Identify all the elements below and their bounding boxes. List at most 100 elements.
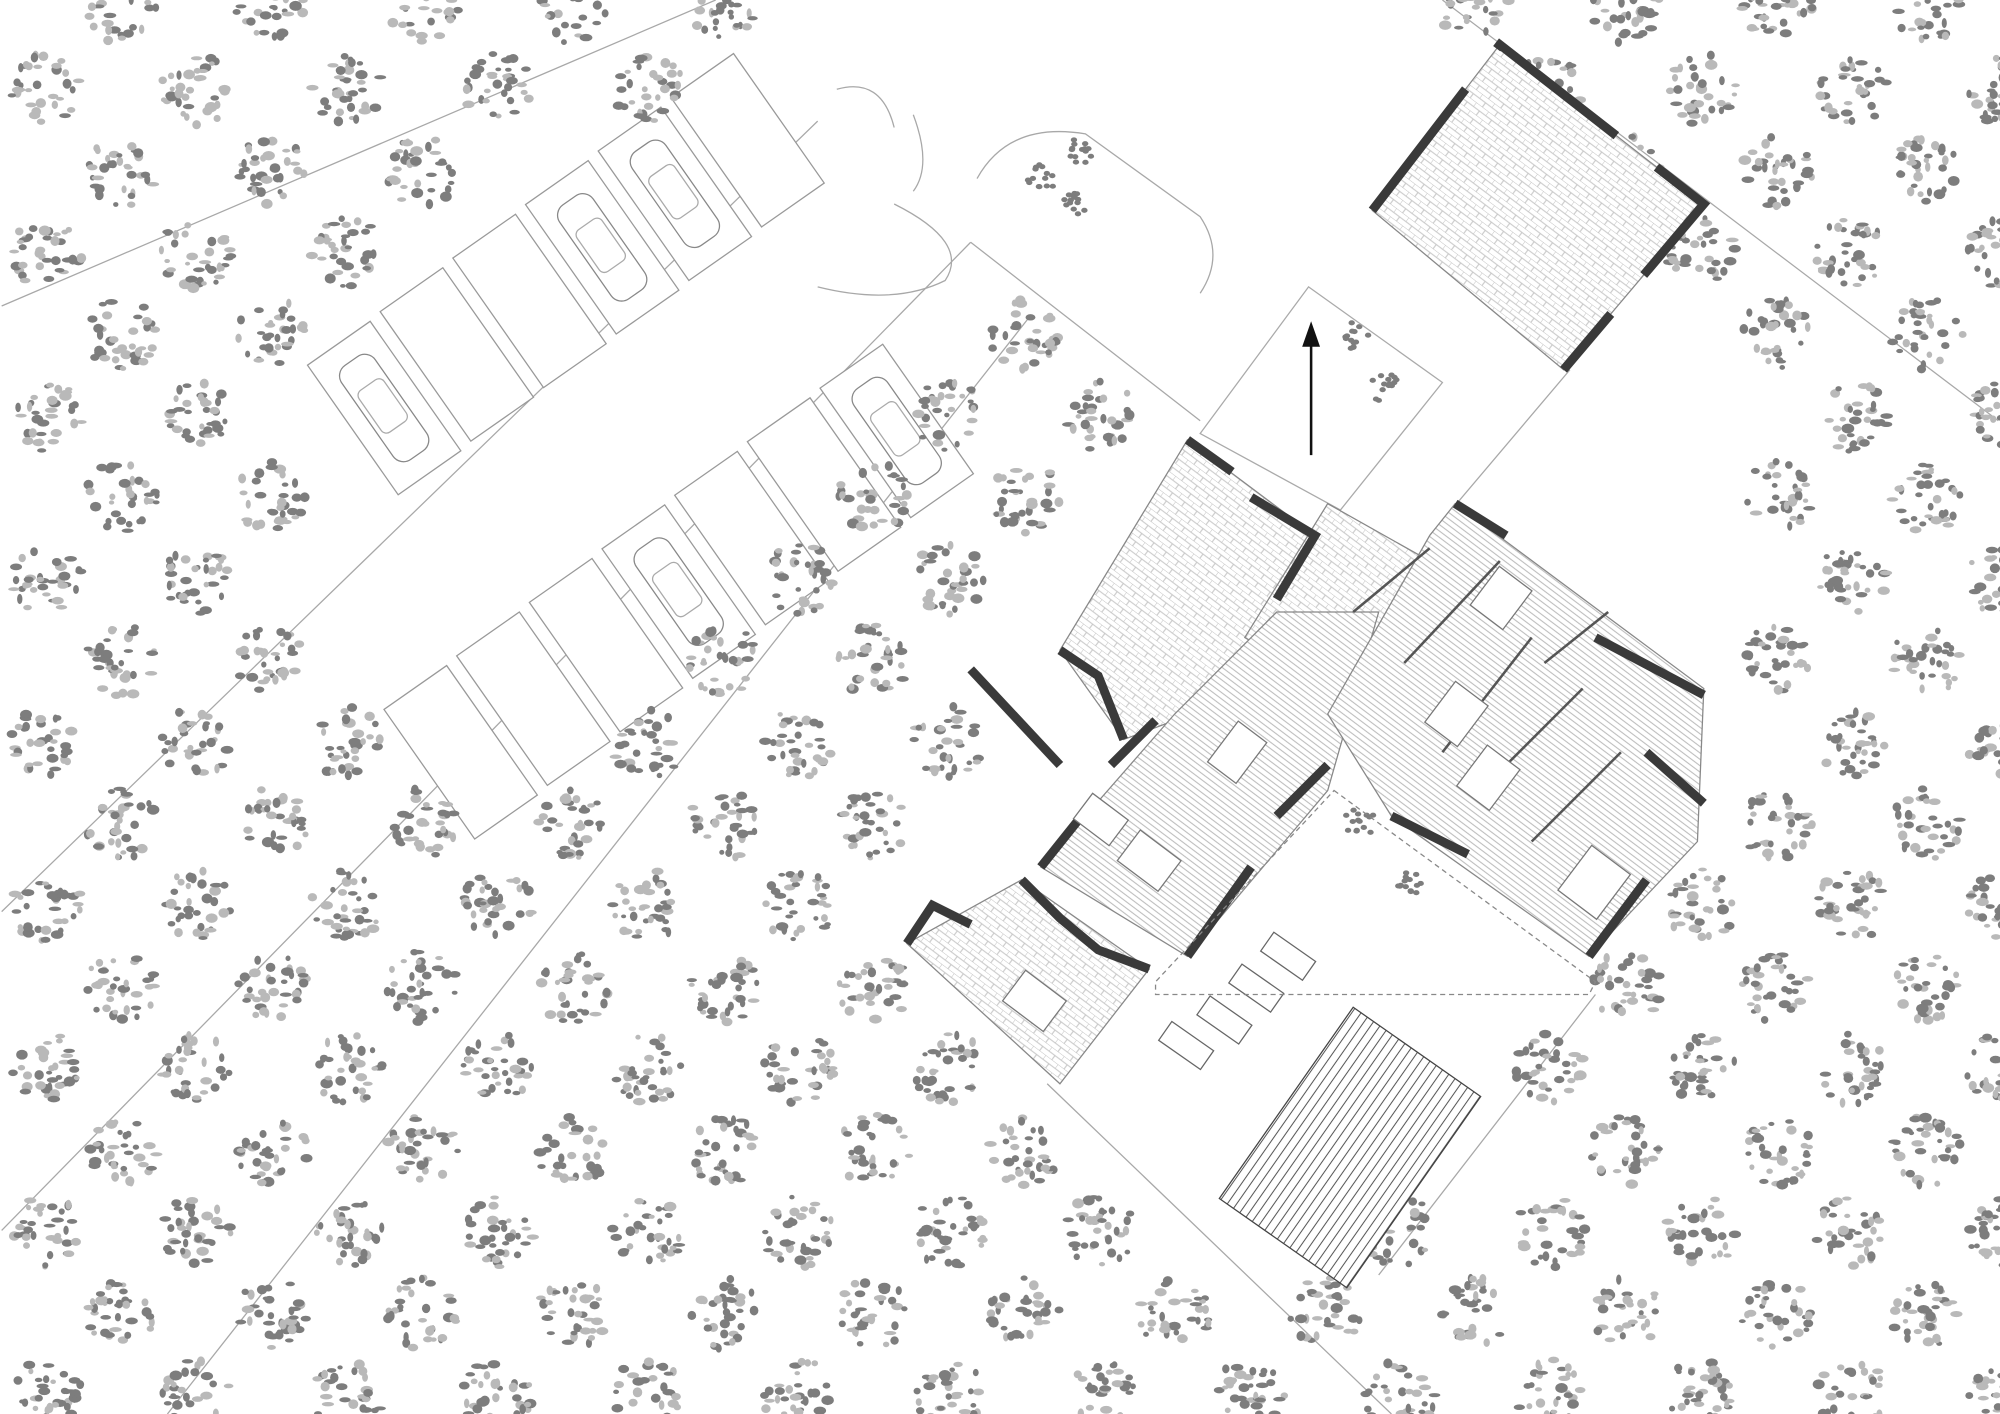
tree-icon <box>687 1275 759 1353</box>
tree-icon <box>533 1112 608 1184</box>
tree-icon <box>984 1114 1058 1189</box>
tree-icon <box>762 870 832 942</box>
tree-icon <box>1592 1274 1659 1343</box>
garage <box>1371 43 1705 371</box>
tree-icon <box>1515 1198 1591 1272</box>
north-arrow-icon <box>1302 321 1321 347</box>
tree-icon <box>1817 550 1893 615</box>
tree-icon <box>312 1359 386 1414</box>
tree-icon <box>1811 1196 1885 1270</box>
tree-icon <box>15 382 87 453</box>
tree-icon <box>1814 870 1887 939</box>
tree-icon <box>87 298 161 371</box>
tree-icon <box>769 543 838 617</box>
tree-icon <box>1744 457 1816 531</box>
bedroom-wing <box>1326 502 1705 958</box>
tree-icon <box>84 1119 163 1187</box>
tree-icon <box>838 1278 908 1348</box>
tree-icon <box>1964 1033 2000 1101</box>
tree-icon <box>158 222 237 294</box>
tree-icon <box>8 1033 80 1103</box>
tree-icon <box>1821 707 1889 780</box>
tree-icon <box>157 707 234 776</box>
tree-icon <box>607 1198 686 1265</box>
tree-icon <box>1589 0 1664 47</box>
tree-icon <box>83 1279 155 1344</box>
tree-icon <box>1062 1195 1135 1267</box>
tree-icon <box>383 1274 461 1352</box>
tree-icon <box>1964 1196 2000 1268</box>
car-icon <box>556 193 648 302</box>
tree-icon <box>685 626 758 698</box>
tree-icon <box>383 948 461 1026</box>
tree-icon <box>1812 218 1881 288</box>
tree-icon <box>13 1360 85 1414</box>
tree-icon <box>83 461 160 533</box>
tree-icon <box>536 0 609 46</box>
tree-icon <box>458 1360 537 1414</box>
tree-icon <box>611 1033 685 1106</box>
tree-icon <box>1588 1114 1663 1189</box>
shrub-icon <box>1024 162 1056 190</box>
tree-icon <box>243 786 309 854</box>
tree-icon <box>9 225 87 284</box>
tree-icon <box>1815 56 1892 125</box>
tree-icon <box>315 1032 387 1106</box>
pool-deck <box>1218 1006 1482 1289</box>
tree-icon <box>159 1356 234 1414</box>
tree-icon <box>234 626 305 693</box>
tree-icon <box>84 0 160 46</box>
furniture <box>1001 565 1632 1033</box>
tree-icon <box>691 1115 759 1186</box>
tree-icon <box>1438 0 1515 36</box>
shrub-icon <box>1061 190 1088 217</box>
car-icon <box>851 376 942 486</box>
tree-icon <box>992 468 1064 537</box>
tree-icon <box>1887 297 1967 374</box>
tree-icon <box>158 53 231 130</box>
tree-icon <box>835 461 912 532</box>
terrace-lounge-chairs <box>1157 931 1317 1071</box>
tree-icon <box>6 709 78 779</box>
tree-icon <box>686 956 760 1027</box>
tree-icon <box>161 866 234 940</box>
parking-space <box>306 320 462 496</box>
tree-icon <box>1966 54 2000 125</box>
tree-icon <box>1886 462 1964 534</box>
garage-walls <box>1368 38 1711 373</box>
tree-icon <box>235 298 309 367</box>
tree-icon <box>459 874 537 940</box>
tree-icon <box>307 867 380 941</box>
tree-icon <box>1812 1360 1884 1414</box>
tree-icon <box>916 540 987 618</box>
tree-icon <box>234 136 308 209</box>
tree-icon <box>759 712 836 780</box>
car-icon <box>629 139 721 249</box>
tree-icon <box>762 1194 834 1271</box>
tree-icon <box>760 1037 839 1107</box>
parking-space <box>524 159 680 335</box>
tree-icon <box>1589 952 1665 1017</box>
tree-icon <box>836 791 906 861</box>
tree-icon <box>1744 1119 1813 1190</box>
tree-icon <box>233 1119 313 1187</box>
shrub-icon <box>1369 372 1400 403</box>
tree-icon <box>1360 1358 1441 1414</box>
shrub-icon <box>1343 807 1377 835</box>
tree-icon <box>235 1281 311 1350</box>
tree-icon <box>1964 216 2000 289</box>
tree-icon <box>83 955 160 1024</box>
tree-icon <box>159 1196 236 1269</box>
tree-icon <box>611 1357 681 1414</box>
tree-icon <box>1669 1033 1737 1099</box>
tree-icon <box>1738 133 1815 211</box>
tree-icon <box>836 957 909 1024</box>
tree-icon <box>1135 1276 1213 1344</box>
tree-icon <box>1437 1273 1505 1347</box>
tree-icon <box>83 624 159 699</box>
parking-space <box>669 52 826 228</box>
tree-icon <box>387 0 463 45</box>
entrance-courtyard <box>1199 285 1444 511</box>
tree-icon <box>1287 1275 1363 1343</box>
